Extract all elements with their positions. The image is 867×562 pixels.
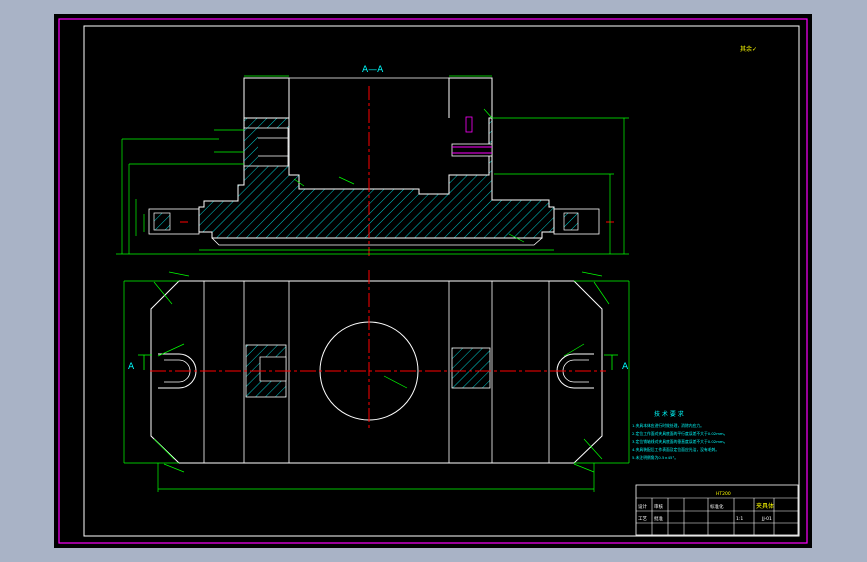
tech-req-item: 5.未注明倒角为0.5×45°。 [632, 455, 678, 460]
plan-outline [150, 280, 603, 464]
right-bore [451, 143, 493, 157]
material-label: HT200 [716, 491, 731, 497]
left-pocket-hatch [244, 128, 258, 166]
plan-view: A A [123, 270, 630, 492]
tech-req-title: 技 术 要 求 [654, 410, 684, 418]
cad-drawing-canvas: A—A [54, 14, 812, 548]
section-label: A—A [362, 65, 384, 75]
right-block-hatch [451, 347, 491, 389]
svg-text:A: A [622, 362, 629, 372]
section-outline [243, 77, 290, 118]
tech-req-item: 3.定位销轴线对夹具底面的垂直度误差不大于0.02mm。 [632, 439, 727, 444]
right-screw [465, 116, 473, 133]
section-marker-left: A [128, 354, 152, 372]
tech-req-item: 2.定位工作面对夹具底面的平行度误差不大于0.02mm。 [632, 431, 727, 436]
svg-text:A: A [128, 362, 135, 372]
plan-dimensions [123, 271, 630, 492]
section-dimensions [116, 75, 629, 255]
tech-req-item: 1.夹具本体应进行时效处理，消除内应力。 [632, 423, 704, 428]
title-cell: 标准化 [710, 503, 724, 510]
part-name: 夹具体 [756, 502, 774, 510]
cad-drawing: A—A [58, 18, 808, 544]
right-flange [553, 208, 600, 235]
title-cell: 设计 [638, 503, 647, 510]
inner-border [83, 25, 800, 537]
left-flange [148, 208, 200, 235]
section-marker-right: A [604, 354, 629, 372]
technical-requirements: 技 术 要 求 1.夹具本体应进行时效处理，消除内应力。 2.定位工作面对夹具底… [632, 410, 727, 460]
outer-border [58, 18, 808, 544]
title-cell: 审核 [654, 503, 663, 510]
section-view: A—A [116, 65, 629, 256]
scale-label: 1:1 [736, 516, 743, 522]
title-block: 设计 审核 工艺 批准 标准化 HT200 夹具体 1:1 JJ-01 [635, 484, 799, 536]
tech-req-item: 4.夹具装配后工作表面及定位面应光洁，没有毛刺。 [632, 447, 719, 452]
title-cell: 工艺 [638, 516, 647, 522]
title-cell: 批准 [654, 515, 663, 522]
drawing-number: JJ-01 [761, 516, 772, 522]
roughness-note: 其余✓ [740, 45, 757, 53]
